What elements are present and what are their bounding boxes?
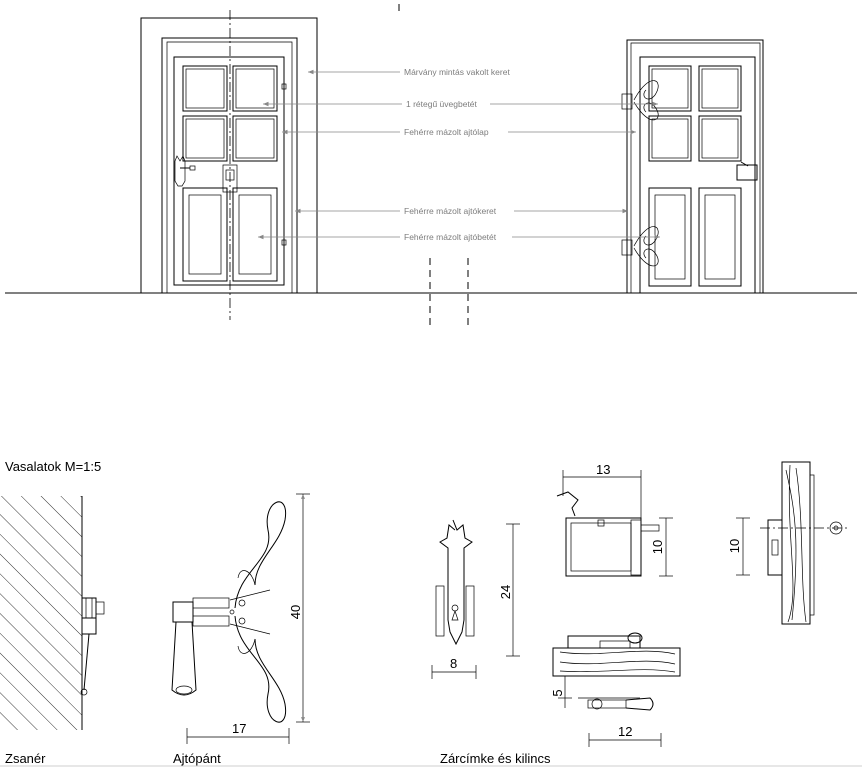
dim-bottom-height: 5 [550,689,565,696]
glass-pane [182,65,228,112]
door-panel [182,187,228,282]
dim-lock-height: 10 [650,540,665,554]
door-leaf-left [173,56,285,286]
frame-inner-line-left [166,41,293,293]
lock-detail: 13 10 [556,462,673,577]
caption-lock: Zárcímke és kilincs [440,751,551,766]
dim-lock-width: 13 [596,462,610,477]
label-doorframe: Fehérre mázolt ajtókeret [404,206,497,216]
glass-pane [232,65,278,112]
side-view-detail: 10 [727,461,850,625]
door-elevation-right [621,39,764,294]
escutcheon-detail: 24 8 [431,519,520,679]
glass-pane [698,115,742,162]
glass-pane [232,115,278,162]
strap-hinge-icon [633,80,659,121]
strap-hinge-icon [633,226,659,267]
door-panel [698,187,742,287]
caption-hinge: Zsanér [5,751,46,766]
annotation-leaders: Márvány mintás vakolt keret 1 rétegű üve… [258,67,660,242]
lock-section-detail: 5 12 [550,632,681,747]
inner-frame-left [161,37,298,293]
door-panel [232,187,278,282]
outer-frame-left [140,17,318,293]
hinge-detail [0,496,105,730]
handle-end-icon [829,521,843,535]
caption-strap: Ajtópánt [173,751,221,766]
door-leaf-right [639,56,756,294]
glass-pane [182,115,228,162]
dim-bottom-width: 12 [618,724,632,739]
label-leaf: Fehérre mázolt ajtólap [404,127,489,137]
escutcheon-icon [174,155,186,187]
glass-pane [698,65,742,112]
lock-box-icon [736,164,758,181]
glass-pane [648,65,692,112]
hinge-knob [281,83,287,90]
strap-hinge-detail: 40 17 [171,493,310,744]
label-panel: Fehérre mázolt ajtóbetét [404,232,497,242]
label-frame: Márvány mintás vakolt keret [404,67,510,77]
dim-escutcheon-height: 24 [498,585,513,599]
dim-strap-width: 17 [232,721,246,736]
dim-side-height: 10 [727,539,742,553]
label-glass: 1 rétegű üvegbetét [406,99,478,109]
door-elevation-left [140,10,318,320]
dim-strap-height: 40 [288,605,303,619]
glass-pane [648,115,692,162]
hinge-knob [281,239,287,246]
section-title: Vasalatok M=1:5 [5,459,101,474]
dim-escutcheon-width: 8 [450,656,457,671]
frame-right [626,39,764,293]
